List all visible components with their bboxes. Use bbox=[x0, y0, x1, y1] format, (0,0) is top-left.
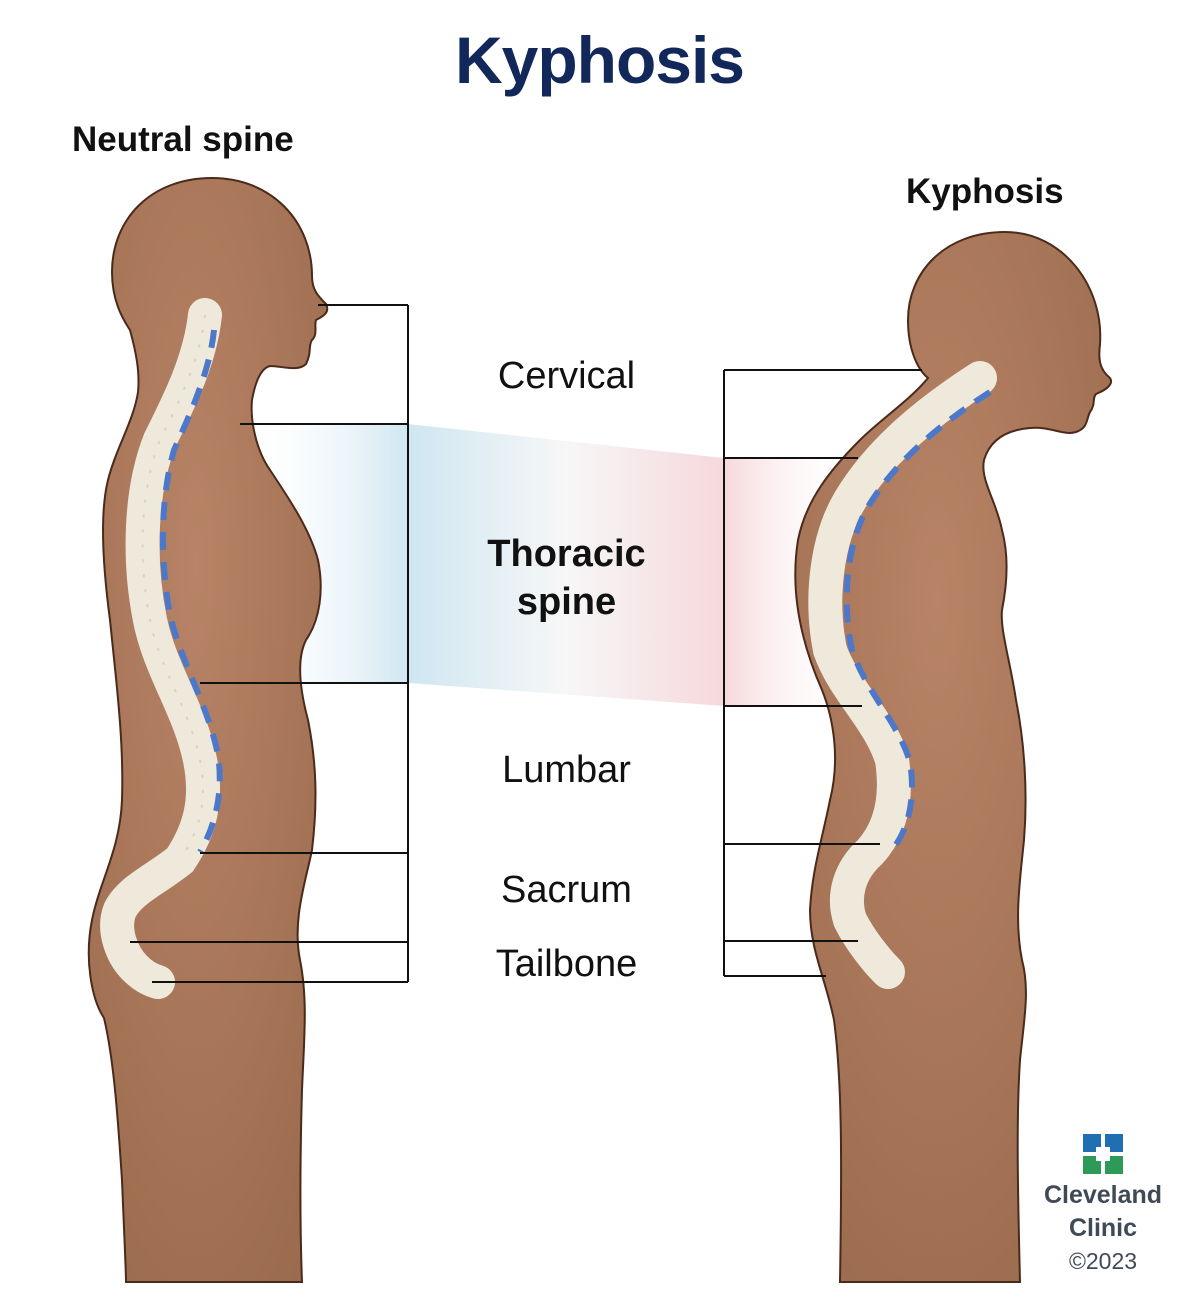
neutral-spine bbox=[100, 298, 223, 999]
thoracic-band-middle bbox=[408, 424, 724, 706]
kyphosis-spine bbox=[808, 361, 997, 989]
kyphosis-segment-brackets bbox=[723, 369, 922, 977]
lumbar-label: Lumbar bbox=[502, 749, 631, 791]
copyright: ©2023 bbox=[1068, 1248, 1138, 1274]
neutral-segment-brackets bbox=[130, 304, 409, 983]
cleveland-clinic-brand: Cleveland Clinic ©2023 bbox=[1040, 1132, 1166, 1275]
neutral-spine-label: Neutral spine bbox=[72, 120, 294, 159]
sacrum-label: Sacrum bbox=[501, 869, 632, 911]
brand-name-line1: Cleveland bbox=[1043, 1181, 1163, 1209]
page-title: Kyphosis bbox=[454, 23, 745, 97]
thoracic-label-line2: spine bbox=[516, 581, 617, 623]
cleveland-clinic-logo-icon bbox=[1083, 1134, 1123, 1174]
brand-name-line2: Clinic bbox=[1068, 1214, 1138, 1242]
thoracic-label-line1: Thoracic bbox=[487, 533, 646, 575]
cervical-label: Cervical bbox=[497, 355, 636, 397]
kyphosis-label: Kyphosis bbox=[906, 172, 1064, 211]
tailbone-label: Tailbone bbox=[495, 943, 638, 985]
